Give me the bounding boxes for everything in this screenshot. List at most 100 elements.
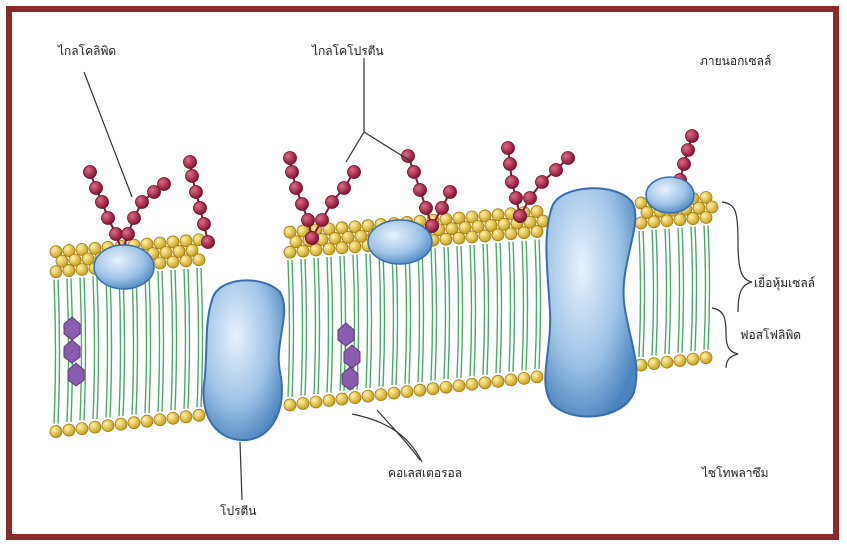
carbohydrate-bead (348, 166, 361, 179)
phospholipid-head (63, 265, 75, 277)
phospholipid-head (349, 241, 361, 253)
phospholipid-head (674, 355, 686, 367)
carbohydrate-bead (514, 210, 527, 223)
phospholipid-head (674, 214, 686, 226)
phospholipid-head (531, 371, 543, 383)
phospholipid-head (154, 414, 166, 426)
phospholipid-head (479, 377, 491, 389)
phospholipid-head (128, 417, 140, 429)
phospholipid-head (492, 229, 504, 241)
phospholipid-head (661, 356, 673, 368)
carbohydrate-bead (686, 130, 699, 143)
carbohydrate-bead (326, 196, 339, 209)
carbohydrate-bead (436, 202, 449, 215)
phospholipid-head (76, 264, 88, 276)
carbohydrate-bead (550, 164, 563, 177)
bracket-cell-membrane (722, 202, 752, 312)
phospholipid-head (635, 217, 647, 229)
phospholipid-head (518, 227, 530, 239)
phospholipid-head (388, 387, 400, 399)
cell-membrane-diagram (12, 12, 833, 534)
label-glycoprotein: ไกลโคโปรตีน (312, 42, 384, 61)
peripheral-protein-left (94, 245, 154, 289)
phospholipid-head (440, 381, 452, 393)
phospholipid-head (453, 380, 465, 392)
phospholipid-head (115, 418, 127, 430)
leader-cholesterol-b (377, 410, 420, 460)
carbohydrate-bead (96, 196, 109, 209)
peripheral-protein-right (646, 177, 694, 213)
phospholipid-head (89, 421, 101, 433)
leader-protein (240, 442, 242, 500)
label-cholesterol: คอเลสเตอรอล (388, 464, 462, 483)
phospholipid-head (336, 393, 348, 405)
carbohydrate-bead (136, 196, 149, 209)
carbohydrate-bead (682, 144, 695, 157)
carbohydrate-bead (306, 232, 319, 245)
phospholipid-head (102, 420, 114, 432)
phospholipid-head (180, 411, 192, 423)
phospholipid-head (193, 409, 205, 421)
label-cytoplasm: ไซโทพลาซึม (702, 464, 769, 483)
carbohydrate-bead (198, 218, 211, 231)
phospholipid-head (154, 257, 166, 269)
phospholipid-head (323, 243, 335, 255)
phospholipid-head (50, 266, 62, 278)
carbohydrate-bead (524, 192, 537, 205)
label-protein: โปรตีน (220, 502, 257, 521)
phospholipid-head (427, 383, 439, 395)
phospholipid-head (180, 255, 192, 267)
carbohydrate-bead (122, 228, 135, 241)
phospholipid-head (50, 426, 62, 438)
label-cell-membrane: เยื่อหุ้มเซลล์ (754, 274, 815, 293)
phospholipid-head (297, 245, 309, 257)
integral-protein-left (203, 280, 284, 440)
phospholipid-head (362, 390, 374, 402)
carbohydrate-bead (502, 142, 515, 155)
phospholipid-head (141, 415, 153, 427)
phospholipid-head (193, 254, 205, 266)
carbohydrate-bead (678, 158, 691, 171)
phospholipid-head (297, 397, 309, 409)
carbohydrate-bead (90, 182, 103, 195)
carbohydrate-bead (158, 178, 171, 191)
phospholipid-head (310, 396, 322, 408)
phospholipid-head (479, 230, 491, 242)
carbohydrate-bead (510, 192, 523, 205)
carbohydrate-bead (338, 182, 351, 195)
phospholipid-head (518, 372, 530, 384)
phospholipid-head (167, 256, 179, 268)
phospholipid-head (63, 424, 75, 436)
phospholipid-head (492, 375, 504, 387)
phospholipid-head (466, 231, 478, 243)
phospholipid-head (687, 353, 699, 365)
peripheral-protein-middle (368, 220, 432, 264)
carbohydrate-bead (284, 152, 297, 165)
carbohydrate-bead (84, 166, 97, 179)
phospholipid-head (414, 384, 426, 396)
phospholipid-head (401, 386, 413, 398)
phospholipid-head (284, 399, 296, 411)
label-phospholipid: ฟอสโฟลิพิด (740, 326, 801, 345)
phospholipid-head (505, 374, 517, 386)
phospholipid-head (310, 244, 322, 256)
phospholipid-head (687, 213, 699, 225)
phospholipid-head (284, 246, 296, 258)
phospholipid-head (466, 378, 478, 390)
phospholipid-head (375, 389, 387, 401)
phospholipid-head (648, 358, 660, 370)
carbohydrate-bead (184, 156, 197, 169)
carbohydrate-bead (504, 158, 517, 171)
carbohydrate-bead (506, 176, 519, 189)
phospholipid-head (167, 412, 179, 424)
label-glycolipid: ไกลโคลิพิด (58, 42, 116, 61)
phospholipid-head (505, 228, 517, 240)
carbohydrate-bead (128, 212, 141, 225)
phospholipid-head (349, 392, 361, 404)
integral-protein-right (545, 188, 636, 416)
leader-glycoprotein-a (346, 58, 364, 162)
leader-glycoprotein-b (364, 132, 412, 162)
carbohydrate-bead (296, 198, 309, 211)
carbohydrate-bead (536, 176, 549, 189)
carbohydrate-bead (444, 186, 457, 199)
